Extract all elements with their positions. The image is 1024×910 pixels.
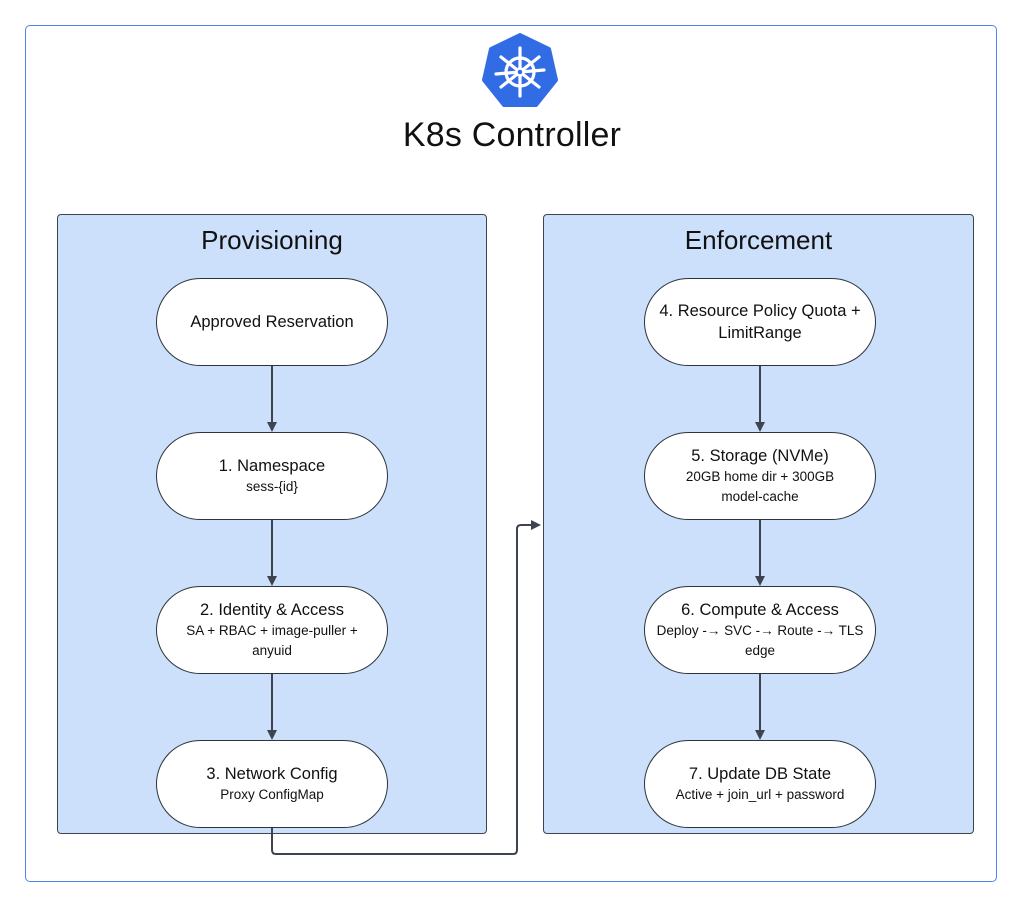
node-storage: 5. Storage (NVMe) 20GB home dir + 300GB … — [644, 432, 876, 520]
node-detail: Deploy -→ SVC -→ Route -→ TLS edge — [656, 623, 864, 658]
node-label: 6. Compute & Access — [681, 601, 839, 619]
node-detail: Active + join_url + password — [675, 787, 845, 802]
node-identity-access: 2. Identity & Access SA + RBAC + image-p… — [156, 586, 388, 674]
node-approved-reservation: Approved Reservation — [156, 278, 388, 366]
diagram-title: K8s Controller — [402, 116, 622, 154]
node-label: 2. Identity & Access — [200, 601, 344, 619]
group-title-provisioning: Provisioning — [201, 225, 343, 255]
kubernetes-logo-icon — [482, 33, 558, 107]
node-detail: 20GB home dir + 300GB model-cache — [685, 469, 835, 504]
node-compute-access: 6. Compute & Access Deploy -→ SVC -→ Rou… — [644, 586, 876, 674]
node-label: 5. Storage (NVMe) — [691, 447, 829, 465]
node-label: 3. Network Config — [206, 765, 338, 783]
node-label: 1. Namespace — [218, 457, 326, 475]
k8s-controller-frame — [25, 25, 997, 882]
node-detail: Proxy ConfigMap — [220, 787, 324, 802]
node-detail: SA + RBAC + image-puller + anyuid — [186, 623, 358, 658]
node-update-db-state: 7. Update DB State Active + join_url + p… — [644, 740, 876, 828]
node-network-config: 3. Network Config Proxy ConfigMap — [156, 740, 388, 828]
node-label: Approved Reservation — [190, 313, 354, 331]
node-label: 4. Resource Policy Quota + LimitRange — [659, 302, 861, 342]
node-detail: sess-{id} — [246, 479, 298, 494]
node-resource-policy-quota: 4. Resource Policy Quota + LimitRange — [644, 278, 876, 366]
node-namespace: 1. Namespace sess-{id} — [156, 432, 388, 520]
node-label: 7. Update DB State — [688, 765, 832, 783]
group-title-enforcement: Enforcement — [684, 225, 833, 255]
